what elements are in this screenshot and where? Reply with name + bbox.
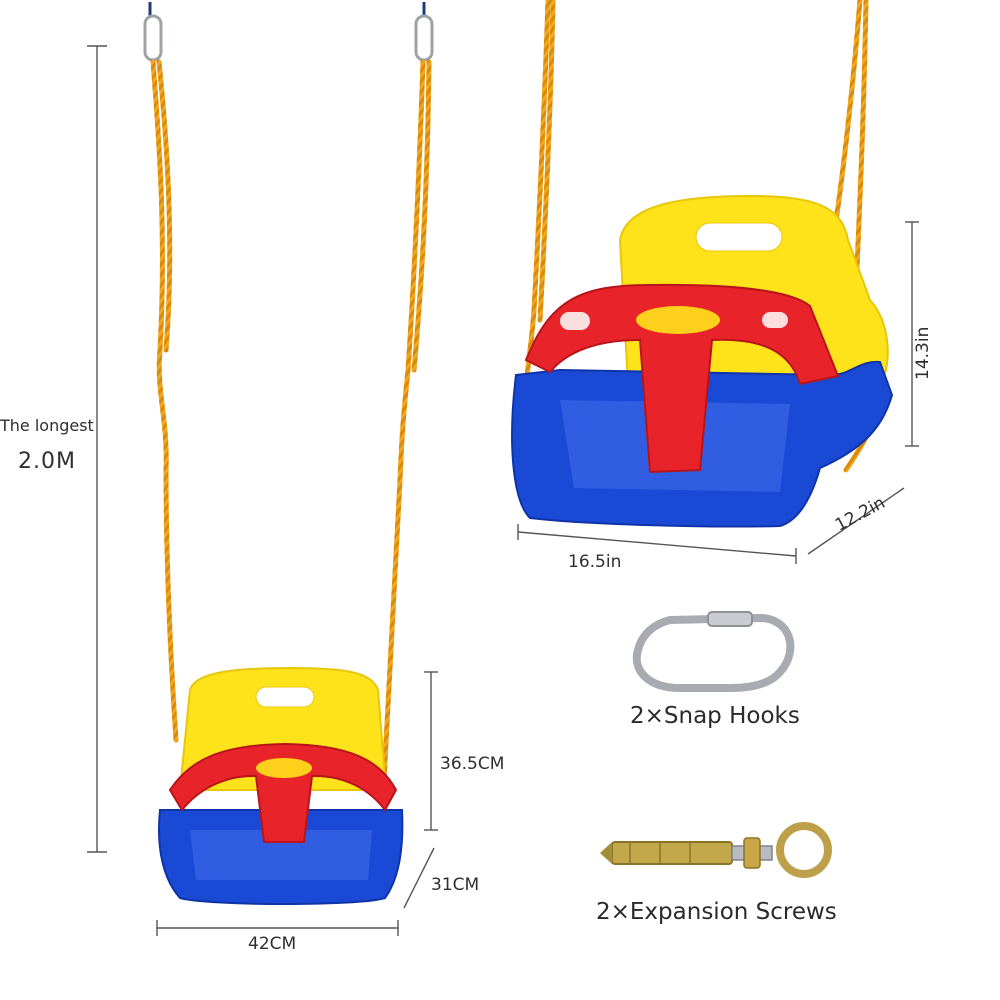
snap-hooks-label: 2×Snap Hooks (630, 703, 800, 729)
ropes (150, 59, 432, 783)
seat-width-cm-label: 42CM (248, 934, 297, 954)
seat-height-in-label: 14.3in (913, 326, 933, 380)
expansion-screw-icon (600, 822, 832, 878)
swing-angled-view (511, 0, 894, 528)
top-hook-right-icon (414, 2, 434, 62)
snap-hook-icon (632, 611, 795, 692)
longest-caption: The longest (0, 416, 94, 435)
top-hook-left-icon (143, 2, 163, 62)
seat-depth-cm-label: 31CM (431, 875, 480, 895)
front-guard (168, 742, 398, 843)
longest-value: 2.0M (18, 449, 76, 474)
expansion-screws-label: 2×Expansion Screws (596, 899, 837, 925)
front-guard-angled (524, 283, 840, 474)
seat-back-handle (255, 686, 315, 708)
seat-width-in-label: 16.5in (568, 552, 622, 572)
swing-front-view (143, 2, 434, 905)
total-length-dimension (87, 45, 107, 853)
seat-back-handle-angled (695, 222, 783, 252)
seat-dimension-lines-cm (156, 671, 438, 936)
seat-dimension-lines-in (517, 221, 919, 564)
seat-height-cm-label: 36.5CM (440, 754, 505, 774)
